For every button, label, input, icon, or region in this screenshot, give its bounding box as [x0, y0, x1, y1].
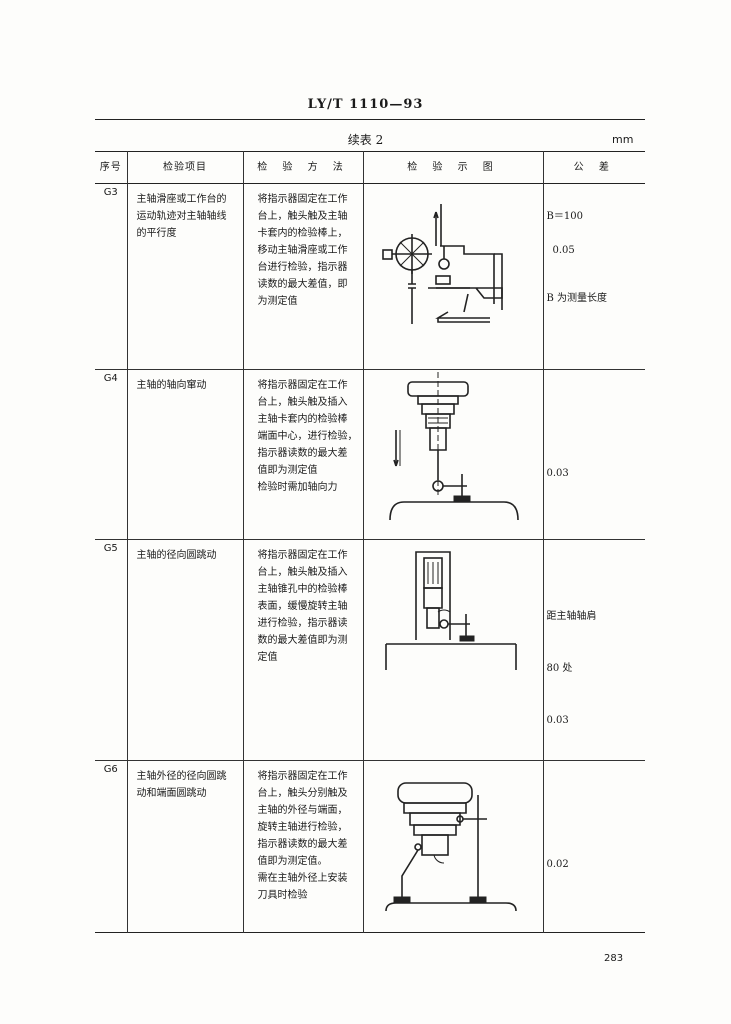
radial-runout-diagram	[385, 551, 517, 670]
tolerance-line: 0.05	[552, 245, 575, 256]
spindle-face-runout-diagram	[385, 782, 517, 911]
inspection-figure-cell	[362, 539, 544, 761]
inspection-figure-cell	[362, 760, 544, 933]
column-header-item: 检验项目	[126, 151, 244, 184]
inspection-item-cell: 主轴外径的径向圆跳 动和端面圆跳动	[126, 760, 244, 933]
inspection-method-text: 将指示器固定在工作 台上，触头触及主轴 卡套内的检验棒上， 移动主轴滑座或工作 …	[257, 194, 348, 307]
table-header-row: 序号 检验项目 检 验 方 法 检 验 示 图 公 差	[95, 151, 645, 184]
tolerance-line: 0.02	[546, 859, 569, 870]
tolerance-values: 0.02	[544, 761, 646, 890]
standard-code-header: LY/T 1110—93	[307, 97, 424, 112]
row-number: G3	[95, 183, 128, 370]
tolerance-line: 0.03	[546, 715, 569, 726]
inspection-item-cell: 主轴滑座或工作台的 运动轨迹对主轴轴线 的平行度	[126, 183, 244, 370]
inspection-figure-cell	[362, 183, 544, 370]
inspection-method-text: 将指示器固定在工作 台上，触头触及插入 主轴锥孔中的检验棒 表面，缓慢旋转主轴 …	[257, 550, 348, 663]
table-row: G6 主轴外径的径向圆跳 动和端面圆跳动 将指示器固定在工作 台上，触头分别触及…	[95, 760, 646, 933]
tolerance-line: 距主轴轴肩	[546, 611, 597, 622]
row-number: G5	[95, 539, 128, 761]
row-number: G6	[95, 760, 128, 933]
table-row: G4 主轴的轴向窜动 将指示器固定在工作 台上，触头触及插入 主轴卡套内的检验棒…	[95, 369, 646, 540]
inspection-method-cell: 将指示器固定在工作 台上，触头分别触及 主轴的外径与端面， 旋转主轴进行检验， …	[242, 760, 364, 933]
axial-runout-diagram	[389, 372, 519, 520]
inspection-item-text: 主轴的轴向窜动	[136, 380, 207, 391]
tolerance-values: 距主轴轴肩 80 处 0.03	[544, 540, 646, 760]
page-number: 283	[604, 953, 624, 964]
tolerance-values: 0.03	[544, 370, 646, 499]
inspection-method-cell: 将指示器固定在工作 台上，触头触及插入 主轴卡套内的检验棒 端面中心，进行检验，…	[242, 369, 364, 540]
tolerance-cell: 0.03	[542, 369, 646, 540]
tolerance-line: B＝100	[546, 211, 583, 222]
inspection-table: 序号 检验项目 检 验 方 法 检 验 示 图 公 差 G3 主轴滑座或工作台的…	[95, 151, 645, 933]
column-header-tolerance: 公 差	[542, 151, 645, 184]
column-header-no: 序号	[95, 151, 128, 184]
inspection-method-text: 将指示器固定在工作 台上，触头分别触及 主轴的外径与端面， 旋转主轴进行检验， …	[257, 771, 348, 901]
inspection-method-text: 将指示器固定在工作 台上，触头触及插入 主轴卡套内的检验棒 端面中心，进行检验，…	[257, 380, 358, 493]
tolerance-line: B 为测量长度	[546, 293, 608, 304]
inspection-item-text: 主轴外径的径向圆跳 动和端面圆跳动	[136, 771, 227, 799]
tolerance-line: 80 处	[546, 663, 573, 674]
table-row: G3 主轴滑座或工作台的 运动轨迹对主轴轴线 的平行度 将指示器固定在工作 台上…	[95, 183, 646, 370]
column-header-figure: 检 验 示 图	[362, 151, 544, 184]
row-number: G4	[95, 369, 128, 540]
dial-indicator-parallelism-diagram	[382, 204, 503, 324]
tolerance-cell: 0.02	[542, 760, 646, 933]
inspection-item-text: 主轴滑座或工作台的 运动轨迹对主轴轴线 的平行度	[136, 194, 227, 239]
column-header-method: 检 验 方 法	[242, 151, 364, 184]
header-rule	[95, 119, 645, 120]
table-row: G5 主轴的径向圆跳动 将指示器固定在工作 台上，触头触及插入 主轴锥孔中的检验…	[95, 539, 646, 761]
table-title: 续表 2	[347, 133, 384, 147]
inspection-method-cell: 将指示器固定在工作 台上，触头触及主轴 卡套内的检验棒上， 移动主轴滑座或工作 …	[242, 183, 364, 370]
inspection-item-cell: 主轴的轴向窜动	[126, 369, 244, 540]
inspection-figure-cell	[362, 369, 544, 540]
tolerance-cell: 距主轴轴肩 80 处 0.03	[542, 539, 646, 761]
tolerance-cell: B＝100 0.05 B 为测量长度	[542, 183, 646, 370]
inspection-method-cell: 将指示器固定在工作 台上，触头触及插入 主轴锥孔中的检验棒 表面，缓慢旋转主轴 …	[242, 539, 364, 761]
inspection-item-cell: 主轴的径向圆跳动	[126, 539, 244, 761]
tolerance-line: 0.03	[546, 468, 569, 479]
inspection-item-text: 主轴的径向圆跳动	[136, 550, 217, 561]
table-unit: mm	[612, 133, 634, 146]
tolerance-values: B＝100 0.05 B 为测量长度	[544, 184, 646, 324]
